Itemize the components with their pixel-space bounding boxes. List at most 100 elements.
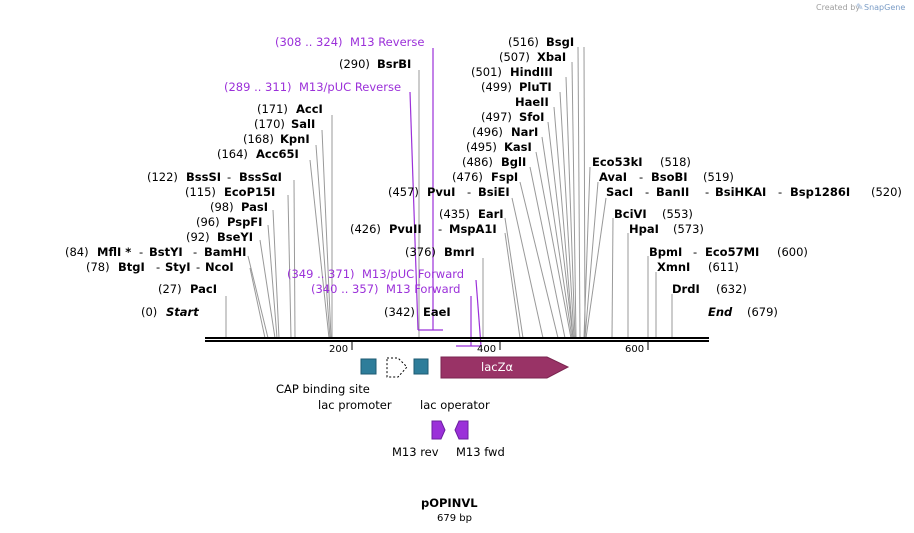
enzyme-bssSI[interactable]: BssSI — [186, 170, 221, 184]
enzyme-eco57MI[interactable]: Eco57MI — [705, 245, 759, 259]
enzyme-pvuI[interactable]: PvuI — [427, 185, 455, 199]
enzyme-sfoI[interactable]: SfoI — [519, 110, 544, 124]
lac-operator-label: lac operator — [420, 398, 490, 412]
start-label: Start — [166, 305, 199, 319]
enzyme-xmnI[interactable]: XmnI — [657, 260, 690, 274]
enzyme-earI[interactable]: EarI — [478, 207, 504, 221]
site-pos: (497) — [481, 110, 512, 124]
enzyme-bsrBI[interactable]: BsrBI — [377, 57, 411, 71]
site-pos: (170) — [254, 117, 285, 131]
enzyme-acc65I[interactable]: Acc65I — [256, 147, 299, 161]
enzyme-sacI[interactable]: SacI — [606, 185, 633, 199]
site-pos: (376) — [405, 245, 436, 259]
site-pos: (611) — [708, 260, 739, 274]
end-pos: (679) — [747, 305, 778, 319]
enzyme-pspFI[interactable]: PspFI — [227, 215, 262, 229]
separator: - — [193, 245, 197, 259]
watermark-prefix: Created by — [816, 3, 860, 12]
site-pos: (92) — [186, 230, 210, 244]
site-pos: (499) — [481, 80, 512, 94]
separator: - — [227, 170, 231, 184]
enzyme-kpnI[interactable]: KpnI — [280, 132, 310, 146]
enzyme-xbaI[interactable]: XbaI — [537, 50, 566, 64]
enzyme-fspI[interactable]: FspI — [491, 170, 518, 184]
cut-site-lines — [225, 46, 673, 339]
primer-name[interactable]: M13 Forward — [386, 282, 460, 296]
dna-backbone — [205, 337, 709, 342]
enzyme-haeII[interactable]: HaeII — [515, 95, 549, 109]
enzyme-pvuII[interactable]: PvuII — [389, 222, 422, 236]
site-pos: (516) — [508, 35, 539, 49]
site-pos: (457) — [388, 185, 419, 199]
plasmid-length: 679 bp — [437, 513, 472, 524]
enzyme-bmrI[interactable]: BmrI — [444, 245, 475, 259]
cap-binding-site-box[interactable] — [360, 358, 377, 375]
site-pos: (78) — [86, 260, 110, 274]
enzyme-avaI[interactable]: AvaI — [599, 170, 627, 184]
m13-rev-arrow[interactable] — [431, 420, 446, 440]
watermark-brand: SnapGene — [864, 3, 905, 12]
m13-rev-label: M13 rev — [392, 445, 439, 459]
site-pos: (96) — [196, 215, 220, 229]
m13-fwd-label: M13 fwd — [456, 445, 505, 459]
primer-range: (349 .. 371) — [287, 267, 355, 281]
site-pos: (84) — [65, 245, 89, 259]
site-pos: (171) — [257, 102, 288, 116]
primer-range: (289 .. 311) — [224, 80, 292, 94]
enzyme-mspA1I[interactable]: MspA1I — [449, 222, 497, 236]
enzyme-salI[interactable]: SalI — [291, 117, 315, 131]
enzyme-drdI[interactable]: DrdI — [672, 282, 700, 296]
enzyme-bseYI[interactable]: BseYI — [217, 230, 253, 244]
site-pos: (520) — [871, 185, 902, 199]
lac-operator-box[interactable] — [413, 358, 429, 375]
enzyme-hindIII[interactable]: HindIII — [510, 65, 553, 79]
enzyme-bsiHKAI[interactable]: BsiHKAI — [715, 185, 766, 199]
separator: - — [156, 260, 160, 274]
enzyme-pacI[interactable]: PacI — [190, 282, 217, 296]
enzyme-bsgI[interactable]: BsgI — [546, 35, 574, 49]
enzyme-btgI[interactable]: BtgI — [118, 260, 145, 274]
enzyme-kasI[interactable]: KasI — [504, 140, 532, 154]
enzyme-bsp1286I[interactable]: Bsp1286I — [790, 185, 850, 199]
primer-name[interactable]: M13 Reverse — [350, 35, 424, 49]
enzyme-bciVI[interactable]: BciVI — [614, 207, 647, 221]
lac-promoter-arrow[interactable] — [386, 357, 408, 378]
enzyme-accI[interactable]: AccI — [296, 102, 323, 116]
enzyme-mflI[interactable]: MflI * — [97, 245, 131, 259]
enzyme-bpmI[interactable]: BpmI — [649, 245, 682, 259]
separator: - — [705, 185, 709, 199]
primer-name[interactable]: M13/pUC Reverse — [299, 80, 401, 94]
primer-range: (308 .. 324) — [275, 35, 343, 49]
lacz-alpha-arrow[interactable] — [440, 356, 570, 379]
enzyme-bsoBI[interactable]: BsoBI — [651, 170, 688, 184]
enzyme-pasI[interactable]: PasI — [241, 200, 268, 214]
site-pos: (426) — [350, 222, 381, 236]
enzyme-bssSaI[interactable]: BssSαI — [239, 170, 282, 184]
site-pos: (507) — [499, 50, 530, 64]
enzyme-banII[interactable]: BanII — [656, 185, 689, 199]
enzyme-eaeI[interactable]: EaeI — [423, 305, 451, 319]
enzyme-pluTI[interactable]: PluTI — [519, 80, 552, 94]
enzyme-eco53kI[interactable]: Eco53kI — [592, 155, 643, 169]
enzyme-bsiEI[interactable]: BsiEI — [478, 185, 510, 199]
plasmid-name: pOPINVL — [421, 496, 478, 510]
enzyme-bamHI[interactable]: BamHI — [204, 245, 246, 259]
enzyme-hpaI[interactable]: HpaI — [629, 222, 659, 236]
enzyme-ecoP15I[interactable]: EcoP15I — [224, 185, 275, 199]
primer-name[interactable]: M13/pUC Forward — [362, 267, 464, 281]
enzyme-bstYI[interactable]: BstYI — [149, 245, 183, 259]
separator: - — [693, 245, 697, 259]
enzyme-narI[interactable]: NarI — [511, 125, 538, 139]
end-label: End — [708, 305, 733, 319]
separator: - — [139, 245, 143, 259]
m13-fwd-arrow[interactable] — [454, 420, 469, 440]
lac-promoter-label: lac promoter — [318, 398, 392, 412]
site-pos: (122) — [147, 170, 178, 184]
enzyme-ncoI[interactable]: NcoI — [205, 260, 234, 274]
enzyme-styI[interactable]: StyI — [165, 260, 191, 274]
separator: - — [196, 260, 200, 274]
ruler-tick-label: 600 — [625, 344, 644, 355]
enzyme-bglI[interactable]: BglI — [501, 155, 526, 169]
site-pos: (164) — [217, 147, 248, 161]
